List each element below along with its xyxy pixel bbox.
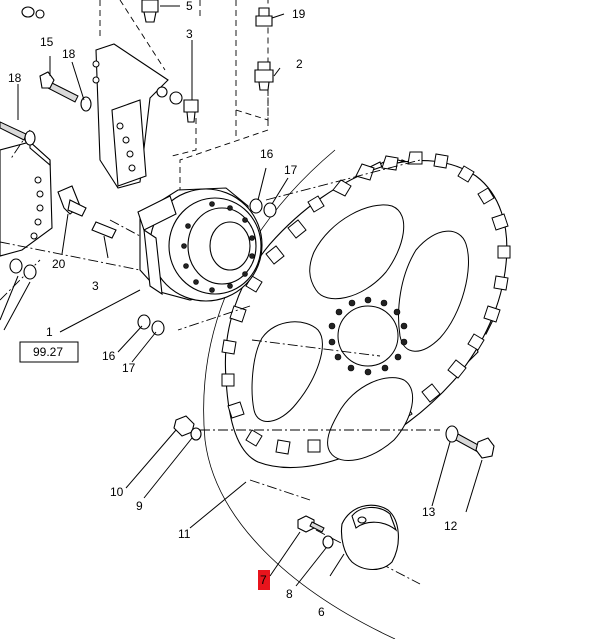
callout-9: 9 — [136, 499, 143, 513]
callout-20: 20 — [52, 257, 66, 271]
sprocket-disc — [221, 151, 511, 469]
callout-19: 19 — [292, 7, 306, 21]
callout-labels: 1 2 3 3 5 6 7 8 9 10 11 12 13 15 16 16 1… — [8, 0, 458, 619]
callout-18-left: 18 — [8, 71, 22, 85]
reference-box: 99.27 — [19, 341, 79, 363]
callout-8: 8 — [286, 587, 293, 601]
callout-18-mid: 18 — [62, 47, 76, 61]
hub-bolt-ring — [328, 296, 408, 376]
callout-7: 7 — [260, 573, 267, 587]
callout-2: 2 — [296, 57, 303, 71]
leader-lines — [0, 5, 483, 587]
callout-12: 12 — [444, 519, 458, 533]
left-frame — [0, 140, 141, 271]
callout-11: 11 — [178, 527, 191, 541]
hardware — [0, 0, 495, 571]
callout-6: 6 — [318, 605, 325, 619]
callout-1: 1 — [46, 325, 53, 339]
mounting-bracket — [92, 43, 169, 189]
callout-5: 5 — [186, 0, 193, 13]
callout-10: 10 — [110, 485, 124, 499]
highlight-marker — [258, 570, 270, 590]
callout-16-upper: 16 — [260, 147, 274, 161]
callout-16-lower: 16 — [102, 349, 116, 363]
reference-box-text: 99.27 — [33, 345, 63, 359]
callout-15: 15 — [40, 35, 54, 49]
hydraulic-motor — [137, 187, 263, 302]
track-outline — [203, 149, 396, 639]
callout-3-left: 3 — [92, 279, 99, 293]
callout-13: 13 — [422, 505, 436, 519]
callout-17-upper: 17 — [284, 163, 298, 177]
callout-3-top: 3 — [186, 27, 193, 41]
callout-17-lower: 17 — [122, 361, 136, 375]
